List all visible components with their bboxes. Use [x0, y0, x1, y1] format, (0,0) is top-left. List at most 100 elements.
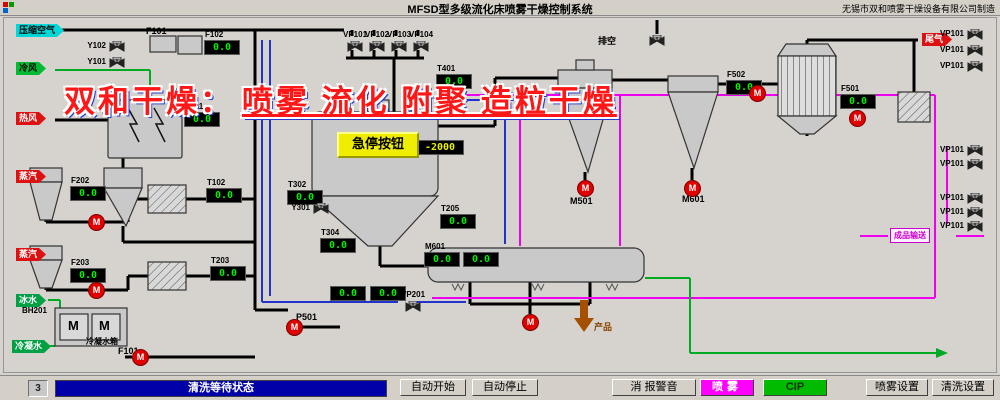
source-tag-3: 蒸汽 [16, 170, 46, 183]
pump-0[interactable]: M [88, 214, 105, 231]
display-label: F102 [205, 30, 224, 39]
label-0: F101 [146, 26, 167, 36]
display-label: T401 [437, 64, 456, 73]
label-5: BH201 [22, 306, 47, 315]
display-label: F502 [727, 70, 746, 79]
valve-5[interactable]: Y101 [87, 56, 126, 68]
display-value: 0.0 [471, 254, 491, 265]
pump-7[interactable]: M [749, 85, 766, 102]
valve-14[interactable]: VP101 [940, 192, 984, 204]
display-label: F203 [71, 258, 90, 267]
valve-0[interactable]: VP101 [343, 30, 367, 52]
step-counter: 3 [28, 380, 48, 397]
valve-label: Y102 [87, 41, 106, 50]
pump-5[interactable]: M [577, 180, 594, 197]
fluidbed-springs [451, 282, 619, 292]
valve-label: Y101 [87, 57, 106, 66]
pump-8[interactable]: M [849, 110, 866, 127]
display-value: 0.0 [218, 268, 238, 279]
label-10: M [99, 318, 110, 333]
display-value: 0.0 [432, 254, 452, 265]
feed-hopper-2-cone [29, 259, 63, 289]
cyclone-a-outlet [575, 59, 595, 71]
fan-F101 [149, 35, 177, 53]
valve-15[interactable]: VP101 [940, 206, 984, 218]
footer-button-3[interactable]: 喷雾 [700, 379, 754, 396]
label-6: 冷凝水箱 [86, 337, 118, 346]
valve-label: VP101 [939, 207, 964, 216]
display-8: T401 0.0 [436, 64, 472, 89]
cyclone-a-cone [557, 87, 613, 174]
valve-6[interactable]: Y301 [291, 202, 330, 214]
condenser-body [777, 55, 837, 117]
valve-label: VP101 [939, 145, 964, 154]
label-3: M601 [682, 194, 705, 204]
valve-label: VP101 [939, 45, 964, 54]
valve-label: VP201 [401, 290, 426, 299]
display-value: 0.0 [444, 76, 464, 87]
valve-8[interactable] [648, 34, 666, 46]
emergency-stop-button[interactable]: 急停按钮 [337, 132, 419, 158]
valve-icon [313, 202, 329, 214]
source-tag-1: 冷风 [16, 62, 46, 75]
display-label: T102 [207, 178, 226, 187]
valve-16[interactable]: VP101 [940, 220, 984, 232]
label-8: 排空 [598, 36, 617, 46]
display-value: 0.0 [448, 216, 468, 227]
footer-button-5[interactable]: 喷雾设置 [866, 379, 928, 396]
product-arrow [574, 300, 594, 332]
condenser-cone [776, 115, 838, 135]
valve-11[interactable]: VP101 [940, 60, 984, 72]
display-value: 0.0 [378, 288, 398, 299]
cyclone-left-cone [102, 187, 143, 228]
valve-3[interactable]: VP104 [409, 30, 433, 52]
tank-agitator-1 [59, 313, 89, 341]
app-logo-icon [3, 2, 14, 13]
footer-button-4[interactable]: CIP [763, 379, 827, 396]
valve-icon [109, 40, 125, 52]
diagram-frame [3, 17, 997, 373]
display-value: 0.0 [214, 190, 234, 201]
pump-3[interactable]: M [286, 319, 303, 336]
valve-9[interactable]: VP101 [940, 28, 984, 40]
label-11: 成品输送 [890, 228, 930, 243]
display-label: T203 [211, 256, 230, 265]
tank-agitator-2 [91, 313, 121, 341]
display-label: T205 [441, 204, 460, 213]
pump-6[interactable]: M [684, 180, 701, 197]
pump-1[interactable]: M [88, 282, 105, 299]
valve-2[interactable]: VP103 [387, 30, 411, 52]
display-value: 0.0 [295, 192, 315, 203]
green-flow-arrow [936, 348, 948, 358]
valve-1[interactable]: VP102 [365, 30, 389, 52]
valve-10[interactable]: VP101 [940, 44, 984, 56]
valve-13[interactable]: VP101 [940, 158, 984, 170]
display-14: 0.0 [463, 252, 499, 267]
valve-7[interactable]: VP201 [401, 290, 425, 312]
valve-label: VP101 [939, 159, 964, 168]
display-3: T102 0.0 [206, 178, 242, 203]
valve-12[interactable]: VP101 [940, 144, 984, 156]
display-value: 0.0 [192, 114, 212, 125]
pump-4[interactable]: M [522, 314, 539, 331]
label-2: M501 [570, 196, 593, 206]
page-title: MFSD型多级流化床喷雾干燥控制系统 [407, 4, 593, 16]
valve-4[interactable]: Y102 [87, 40, 126, 52]
footer-button-0[interactable]: 自动开始 [400, 379, 466, 396]
display-11: 0.0 [330, 286, 366, 301]
valve-icon [967, 158, 983, 170]
pump-2[interactable]: M [132, 349, 149, 366]
footer-button-2[interactable]: 消 报警音 [612, 379, 696, 396]
valve-label: VP101 [939, 61, 964, 70]
valve-icon [967, 60, 983, 72]
display-6: T203 0.0 [210, 256, 246, 281]
footer-button-6[interactable]: 清洗设置 [932, 379, 994, 396]
valve-icon [967, 144, 983, 156]
footer-button-1[interactable]: 自动停止 [472, 379, 538, 396]
bag-filter [107, 99, 183, 159]
source-tag-0: 压缩空气 [16, 24, 64, 37]
